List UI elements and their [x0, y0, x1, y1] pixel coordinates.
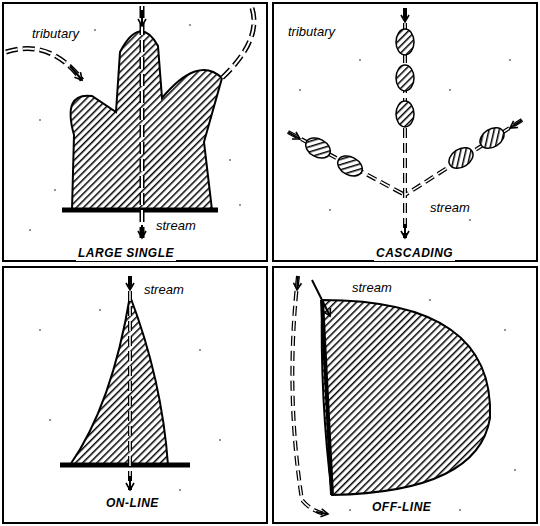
stream-label: stream	[350, 280, 394, 295]
stream-label: tributary	[30, 26, 81, 41]
panel-caption: CASCADING	[374, 246, 455, 261]
off-line-pond	[322, 300, 490, 495]
cascade-ponds	[302, 29, 507, 180]
stream-label: stream	[142, 282, 186, 297]
panel-caption: ON-LINE	[104, 496, 161, 511]
on-line-stream	[130, 276, 131, 490]
diagram-panel: tributary streamLARGE SINGLE	[2, 2, 268, 262]
stream-label: stream	[428, 200, 472, 215]
stream-label: tributary	[286, 24, 337, 39]
panel-caption: OFF-LINE	[370, 500, 433, 515]
diagram-panel: streamOFF-LINE	[272, 266, 538, 524]
stream-label: stream	[154, 218, 198, 233]
off-line-stream	[292, 276, 330, 514]
diagram-panel: streamON-LINE	[2, 266, 268, 524]
panel-caption: LARGE SINGLE	[76, 246, 176, 261]
cascading-streams	[288, 8, 522, 238]
stream-lines	[6, 6, 254, 238]
diagram-panel: tributary streamCASCADING	[272, 2, 538, 262]
on-line-pond	[60, 296, 190, 465]
